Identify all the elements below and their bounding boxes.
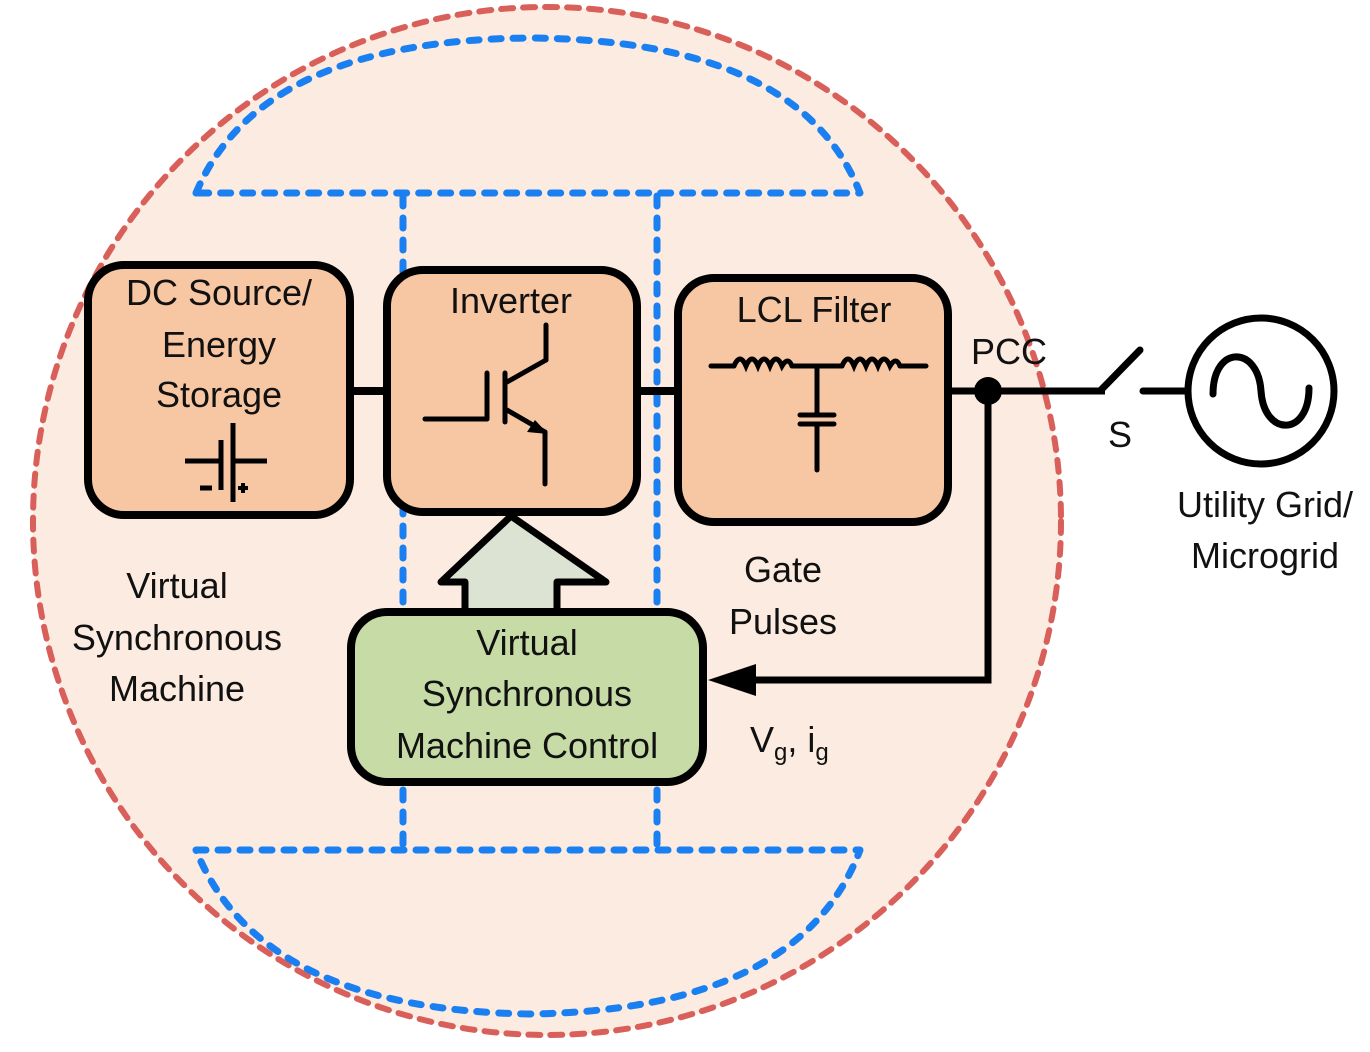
top-dashed-region: [192, 34, 864, 197]
switch-icon[interactable]: [1096, 346, 1192, 395]
feedback-wire: [740, 391, 992, 684]
grid-label-line-1: Utility Grid/: [1177, 484, 1353, 525]
vsm-control-block[interactable]: Virtual Synchronous Machine Control: [347, 608, 707, 786]
feedback-signal-label: Vg, ig: [750, 719, 829, 766]
vsm-label-line-3: Machine: [109, 668, 245, 709]
grid-label-line-2: Microgrid: [1191, 535, 1339, 576]
igbt-transistor-icon: [422, 322, 549, 487]
battery-icon: [185, 423, 267, 502]
feedback-arrowhead: [708, 664, 756, 696]
pcc-label: PCC: [971, 331, 1047, 372]
gate-pulses-line-1: Gate: [744, 549, 822, 590]
lcl-circuit-icon: [708, 356, 929, 473]
switch-label: S: [1108, 414, 1132, 455]
dc-source-line-1: DC Source/: [126, 272, 312, 313]
inverter-title: Inverter: [450, 280, 572, 321]
inverter-block[interactable]: Inverter: [383, 266, 641, 516]
lcl-filter-title: LCL Filter: [737, 289, 892, 330]
dc-source-line-2: Energy: [162, 324, 276, 365]
vsm-label-line-2: Synchronous: [72, 617, 282, 658]
vsm-label-line-1: Virtual: [126, 565, 227, 606]
dc-source-line-3: Storage: [156, 374, 282, 415]
vsm-control-line-1: Virtual: [476, 622, 577, 663]
ac-source-icon: [1184, 314, 1338, 468]
vsm-control-line-2: Synchronous: [422, 673, 632, 714]
lcl-filter-block[interactable]: LCL Filter: [674, 274, 952, 526]
bottom-dashed-region: [192, 846, 864, 1018]
vsm-control-line-3: Machine Control: [396, 725, 658, 766]
dc-source-block[interactable]: DC Source/ Energy Storage: [84, 261, 354, 519]
gate-pulses-line-2: Pulses: [729, 601, 837, 642]
